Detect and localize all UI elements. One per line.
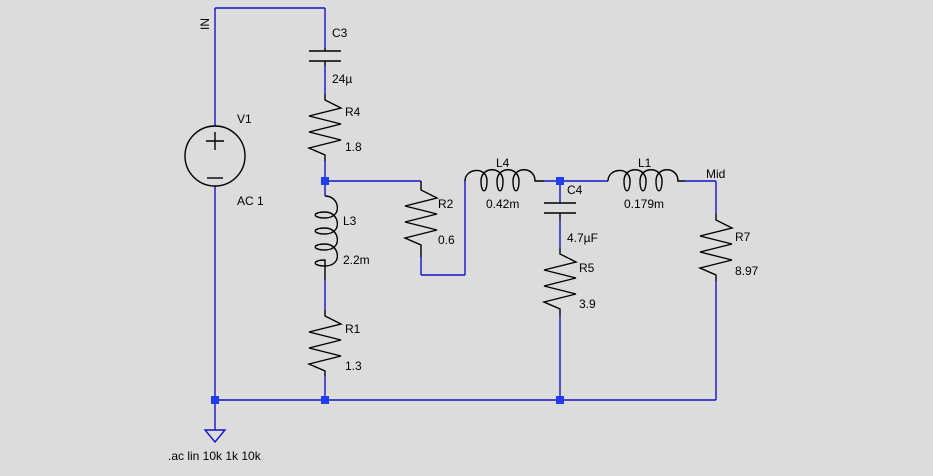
junction-gnd-v1 (211, 396, 219, 404)
net-label-mid: Mid (706, 167, 725, 181)
r1-name-label: R1 (345, 322, 361, 336)
inductor-l4[interactable] (464, 169, 544, 192)
c4-name-label: C4 (567, 183, 583, 197)
c3-name-label: C3 (332, 26, 348, 40)
l1-name-label: L1 (638, 156, 652, 170)
resistor-r4[interactable] (306, 94, 344, 161)
voltage-source-v1[interactable] (184, 125, 246, 187)
c4-value-label: 4.7µF (567, 231, 598, 245)
r4-name-label: R4 (345, 105, 361, 119)
net-label-in: IN (198, 18, 212, 30)
r2-name-label: R2 (438, 197, 454, 211)
junction-gnd-r1 (321, 396, 329, 404)
r7-value-label: 8.97 (735, 264, 759, 278)
source-value-label: AC 1 (237, 194, 264, 208)
r5-name-label: R5 (579, 261, 595, 275)
l1-value-label: 0.179m (624, 197, 664, 211)
inductor-l3[interactable] (314, 195, 339, 280)
spice-directive[interactable]: .ac lin 10k 1k 10k (168, 449, 262, 463)
r5-value-label: 3.9 (579, 297, 596, 311)
resistor-r2[interactable] (402, 181, 440, 257)
r1-value-label: 1.3 (345, 359, 362, 373)
l4-value-label: 0.42m (486, 197, 519, 211)
resistor-r1[interactable] (306, 310, 344, 376)
resistor-r7[interactable] (697, 214, 735, 281)
r7-name-label: R7 (735, 230, 751, 244)
ground-symbol (203, 429, 227, 444)
r2-value-label: 0.6 (438, 233, 455, 247)
l4-name-label: L4 (496, 156, 510, 170)
r4-value-label: 1.8 (345, 140, 362, 154)
junctions (211, 177, 564, 404)
junction-gnd-r5 (556, 396, 564, 404)
resistor-r5[interactable] (541, 248, 579, 315)
source-name-label: V1 (237, 112, 252, 126)
l3-name-label: L3 (343, 214, 357, 228)
wires (214, 7, 717, 430)
c3-value-label: 24µ (332, 72, 352, 86)
capacitor-c4[interactable] (544, 202, 576, 219)
capacitor-c3[interactable] (309, 48, 341, 66)
junction-r4-l3 (321, 177, 329, 185)
junction-l4-c4 (556, 177, 564, 185)
l3-value-label: 2.2m (343, 253, 370, 267)
inductor-l1[interactable] (607, 169, 685, 192)
